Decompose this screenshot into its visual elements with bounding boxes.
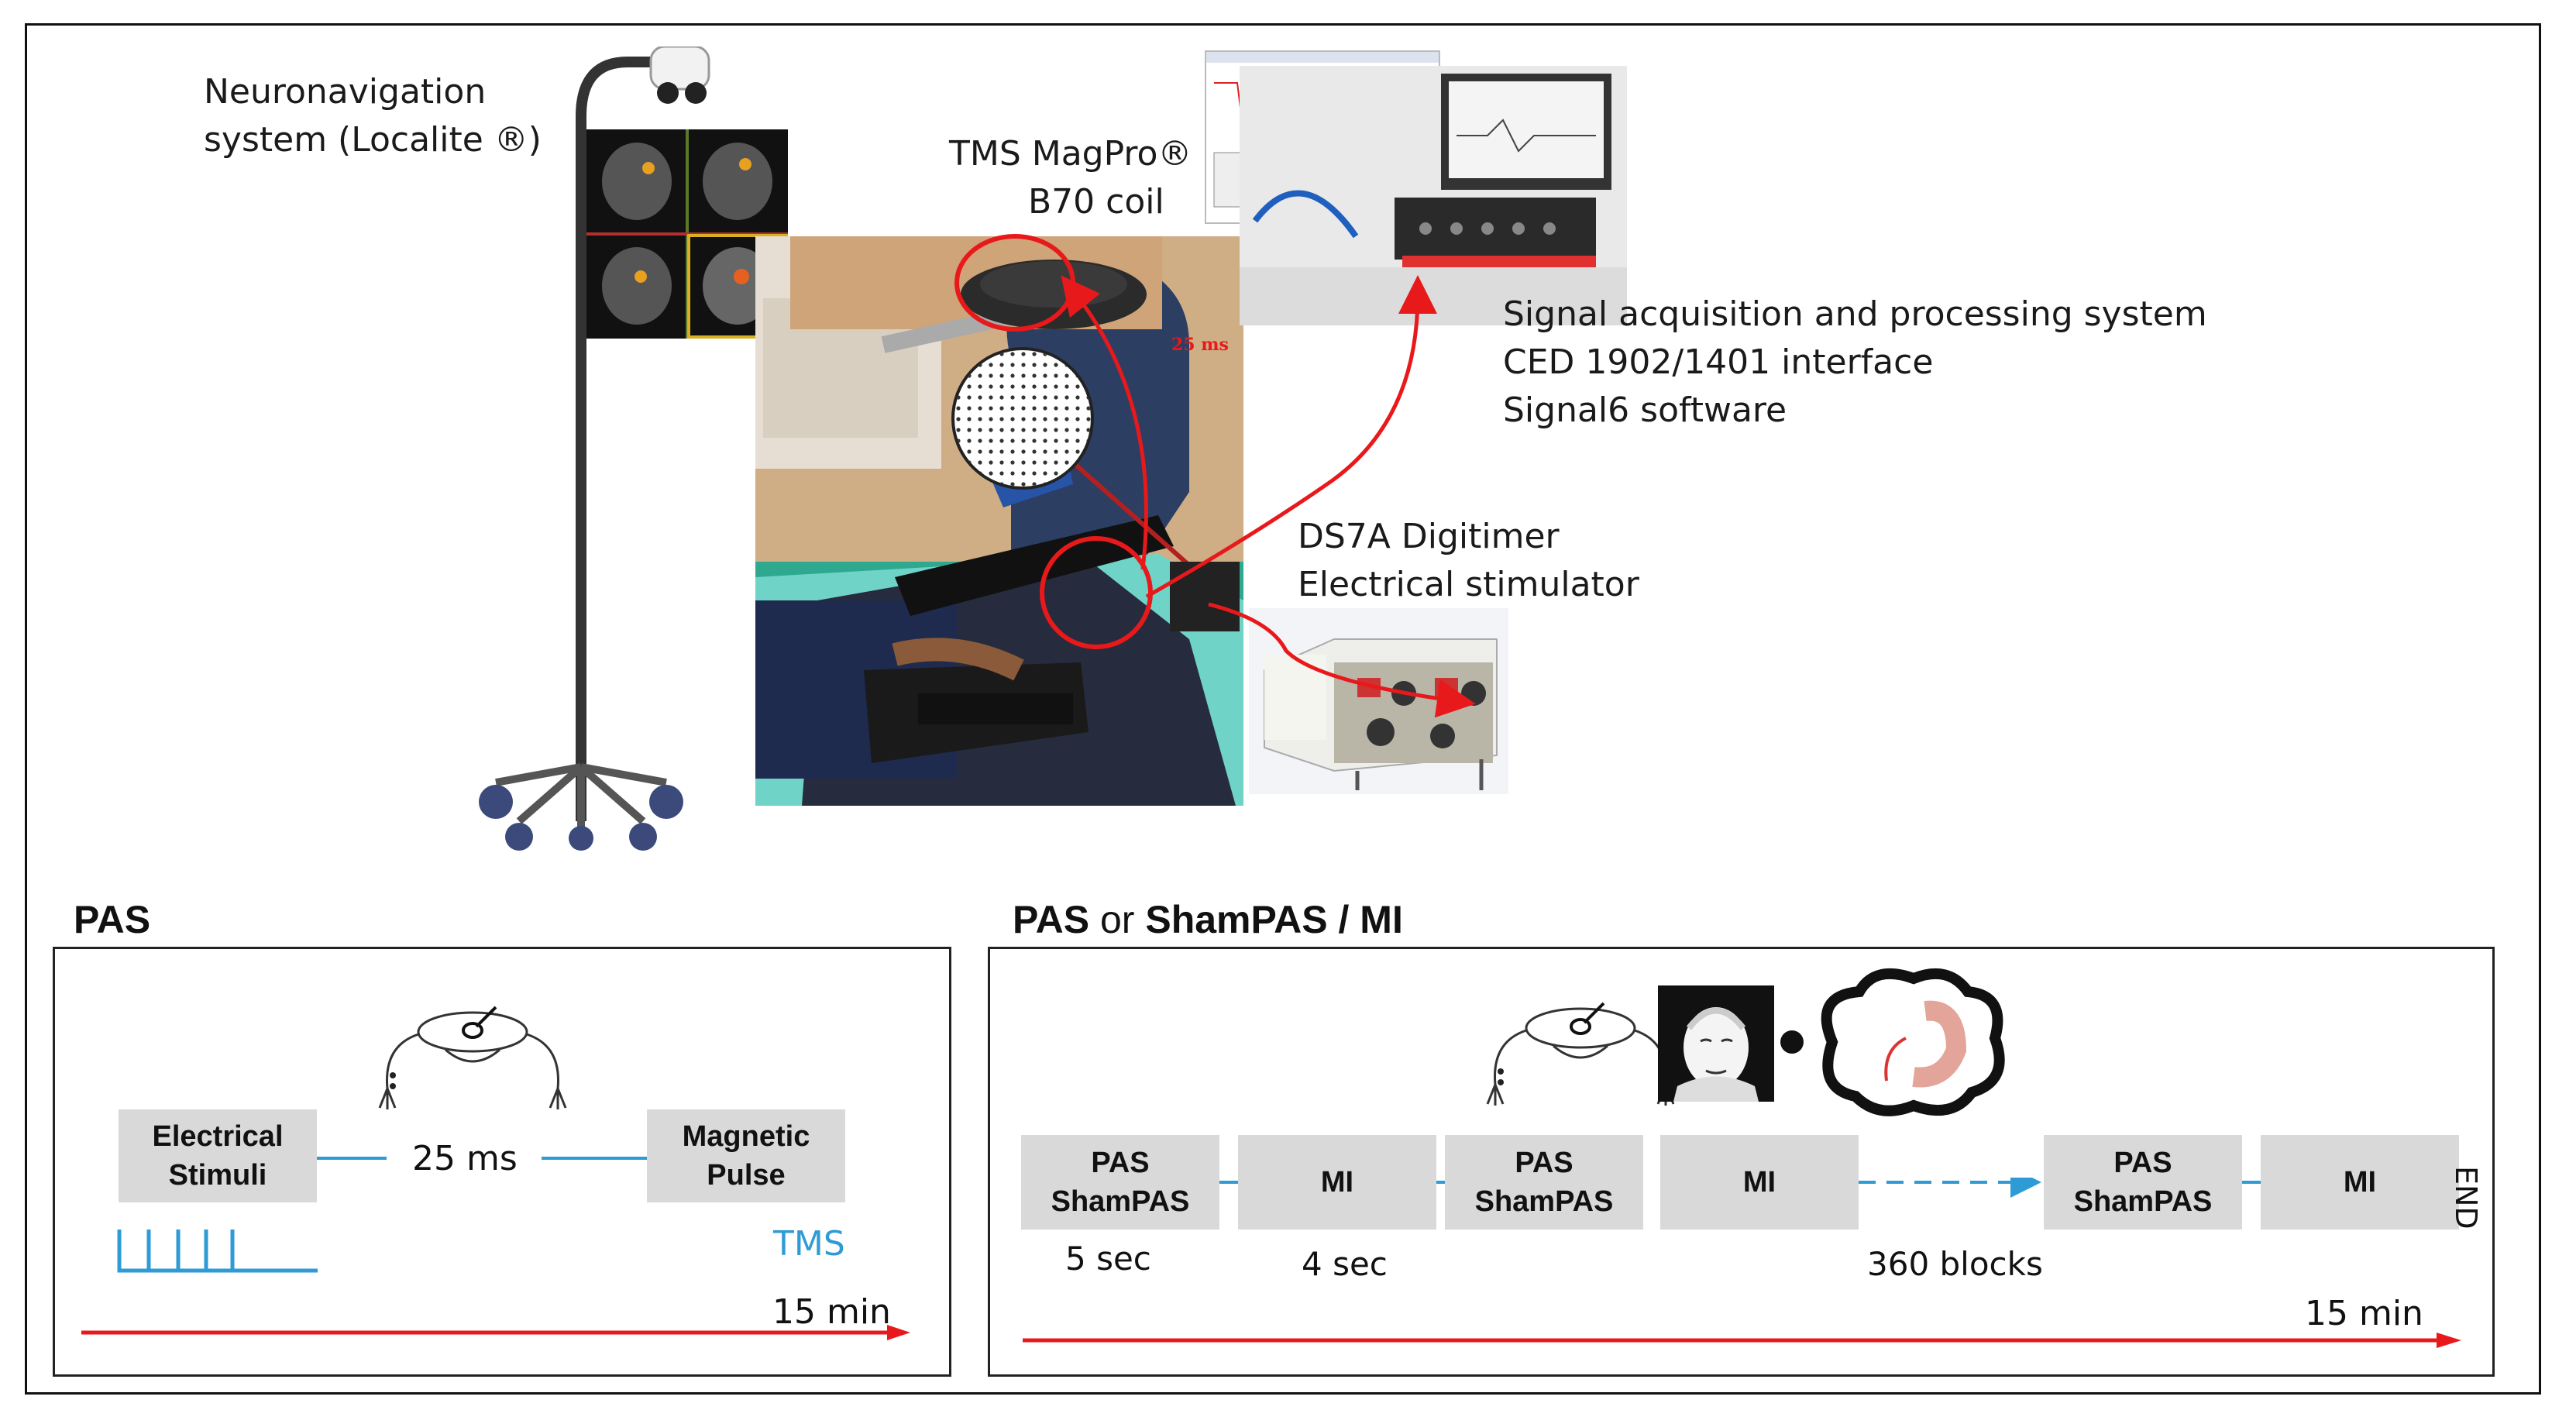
tms-signal-label: TMS [773, 1224, 845, 1264]
connection-annotations [954, 234, 1476, 718]
motor-imagery-face-icon [1658, 985, 1774, 1102]
electrical-pulse-train [117, 1230, 318, 1273]
thought-bubble-icon [1754, 968, 2005, 1116]
signal-label-1: Signal acquisition and processing system [1503, 294, 2207, 334]
ds7a-label-2: Electrical stimulator [1298, 565, 1639, 604]
block5-label-1: PAS [2113, 1147, 2172, 1179]
stimulation-setup-icon [378, 1006, 567, 1109]
mi-title-rest: ShamPAS / MI [1145, 898, 1403, 941]
anonymized-face-pattern [954, 350, 1091, 487]
tms-label-2: B70 coil [1028, 182, 1164, 222]
mi-block-last: MI [2261, 1135, 2459, 1230]
blocks-count-label: 360 blocks [1867, 1245, 2043, 1283]
pas-duration-sec: 5 sec [1065, 1240, 1151, 1278]
pas-shampas-block-1: PAS ShamPAS [1021, 1135, 1219, 1230]
mi-panel-duration: 15 min [2305, 1294, 2423, 1333]
block1-label-1: PAS [1091, 1147, 1150, 1179]
block6-label: MI [2343, 1166, 2377, 1199]
neuronavigation-stand [479, 46, 710, 851]
neuronav-label-1: Neuronavigation [204, 72, 487, 112]
magnetic-pulse-label-1: Magnetic [682, 1120, 810, 1153]
block3-label-2: ShamPAS [1474, 1185, 1614, 1218]
electrical-stimuli-label-2: Stimuli [168, 1159, 267, 1192]
block4-label: MI [1742, 1166, 1776, 1199]
mi-duration-sec: 4 sec [1302, 1245, 1388, 1283]
neuronav-label-2: system (Localite ®) [204, 120, 542, 160]
block-connectors [1219, 1178, 2261, 1198]
mi-block-1: MI [1238, 1135, 1436, 1230]
mi-block-2: MI [1660, 1135, 1859, 1230]
electrical-stimuli-box: Electrical Stimuli [119, 1109, 317, 1202]
pas-shampas-block-last: PAS ShamPAS [2044, 1135, 2242, 1230]
pas-duration-label: 15 min [772, 1292, 891, 1332]
mi-title-or: or [1089, 898, 1146, 941]
mi-title-pas: PAS [1013, 898, 1090, 941]
block2-label: MI [1320, 1166, 1354, 1199]
signal-label-3: Signal6 software [1503, 390, 1787, 430]
pas-interval-label: 25 ms [412, 1139, 518, 1178]
end-label: END [2449, 1166, 2483, 1230]
tms-label-1: TMS MagPro® [949, 134, 1192, 174]
mi-timeline-arrow [1023, 1333, 2461, 1348]
photo-delay-label: 25 ms [1171, 335, 1229, 355]
mri-navigation-screen [586, 129, 788, 339]
mi-panel-title: PAS or ShamPAS / MI [1013, 897, 1403, 942]
pas-timeline-arrow [81, 1325, 910, 1340]
magnetic-pulse-label-2: Pulse [707, 1159, 786, 1192]
signal-label-2: CED 1902/1401 interface [1503, 342, 1934, 382]
ds7a-label-1: DS7A Digitimer [1298, 517, 1560, 556]
block3-label-1: PAS [1515, 1147, 1573, 1179]
magnetic-pulse-box: Magnetic Pulse [647, 1109, 845, 1202]
block5-label-2: ShamPAS [2073, 1185, 2213, 1218]
pas-shampas-block-2: PAS ShamPAS [1445, 1135, 1643, 1230]
block1-label-2: ShamPAS [1051, 1185, 1190, 1218]
figure-frame [25, 23, 2541, 1395]
pas-connector-lines [317, 1157, 647, 1160]
electrical-stimuli-label-1: Electrical [152, 1120, 284, 1153]
pas-panel-title: PAS [74, 898, 151, 941]
